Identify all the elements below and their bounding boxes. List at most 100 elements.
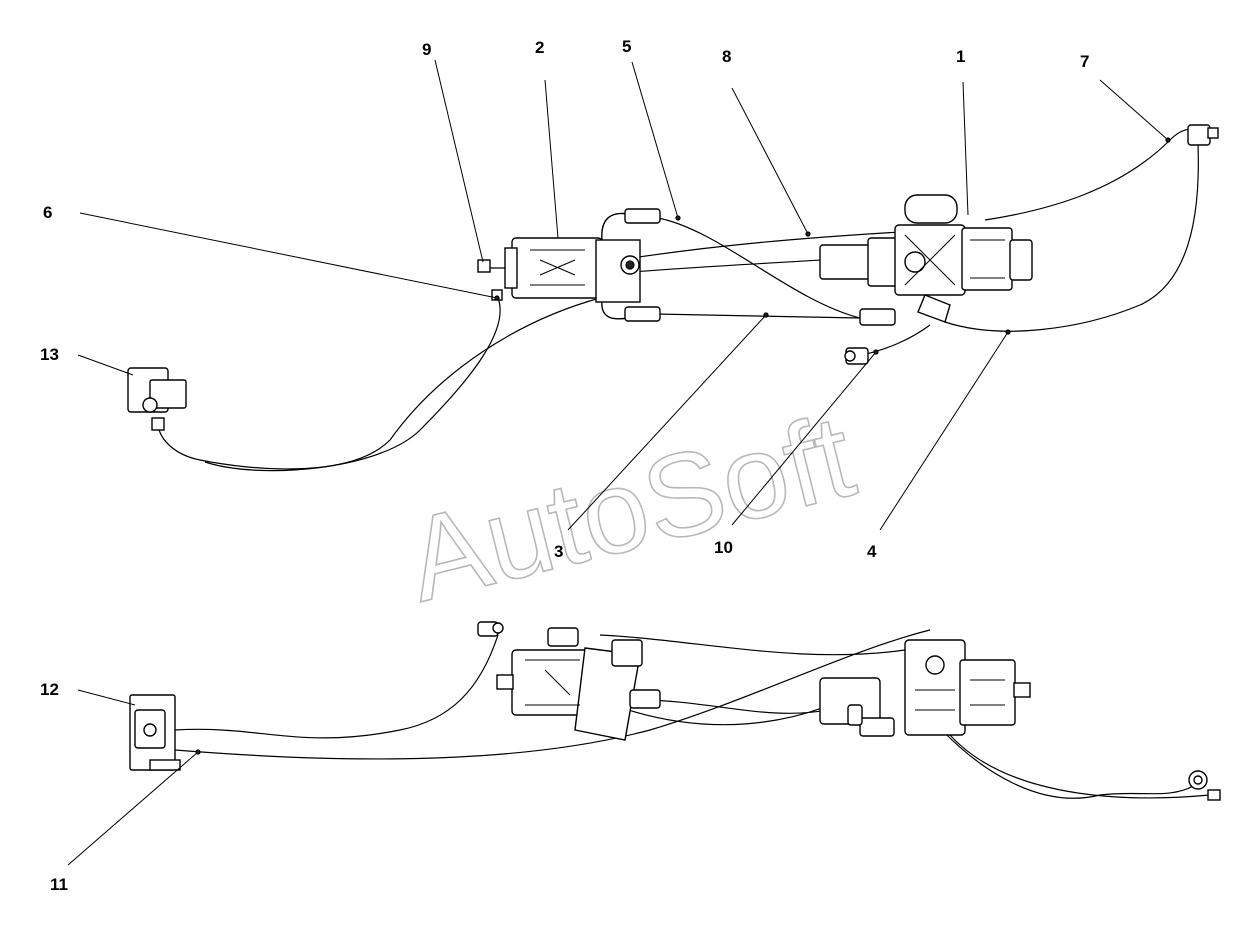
- hose-6b: [204, 297, 501, 472]
- hose-3-end-fitting: [859, 308, 896, 326]
- callout-12: 12: [40, 680, 59, 699]
- b-hose-c: [599, 634, 906, 656]
- b-pump-2-detail: [525, 659, 580, 706]
- pump-1-detail: [904, 234, 1005, 286]
- leader-8: [731, 87, 809, 235]
- top-hoses: [157, 128, 1199, 472]
- b-pump-1: [819, 639, 1221, 801]
- fitting-10: [844, 347, 869, 365]
- dot-10: [873, 349, 879, 355]
- b-hose-e: [939, 727, 1196, 799]
- b-hose-a: [174, 634, 499, 739]
- leader-11: [67, 751, 199, 866]
- b-pump-1-shaft: [1013, 682, 1031, 698]
- b-sensor-ring-inner: [1193, 775, 1203, 785]
- callout-8: 8: [722, 47, 731, 66]
- pump-1-port: [904, 251, 926, 273]
- callout-7: 7: [1080, 52, 1089, 71]
- callout-10: 10: [714, 538, 733, 557]
- callout-4: 4: [867, 542, 877, 561]
- valve-13: [127, 367, 187, 431]
- b-pump-2: [496, 627, 661, 741]
- lower-fitting: [624, 306, 661, 322]
- sensor-7-body: [1187, 124, 1211, 146]
- valve-13-bracket: [149, 379, 187, 409]
- b-pump-1-port: [925, 655, 945, 675]
- bottom-hoses: [174, 629, 1211, 799]
- callout-1: 1: [956, 47, 965, 66]
- b-hose-b: [174, 629, 931, 760]
- dot-11: [195, 749, 201, 755]
- valve-13-port: [142, 397, 158, 413]
- pump-2-detail: [530, 249, 585, 286]
- pump-2-flange: [504, 247, 518, 289]
- b-pump-2-fitting-c: [611, 639, 643, 667]
- b-pump-1-body: [904, 639, 966, 736]
- dot-6: [494, 295, 500, 301]
- leader-7: [1099, 79, 1169, 141]
- upper-fitting: [624, 208, 661, 224]
- fitting-9: [477, 259, 491, 273]
- dot-7: [1165, 137, 1171, 143]
- valve-12: [129, 694, 181, 771]
- callout-9: 9: [422, 40, 431, 59]
- dot-4: [1005, 329, 1011, 335]
- b-pump-1-rear: [959, 659, 1016, 726]
- bottom-view: 12 11: [40, 621, 1221, 894]
- dot-3: [763, 312, 769, 318]
- leader-10: [731, 351, 877, 526]
- leader-1: [962, 81, 969, 216]
- pump-1-cap: [1009, 239, 1033, 281]
- callout-11: 11: [50, 875, 68, 894]
- pump-1: [819, 194, 1033, 323]
- hose-5: [657, 217, 861, 319]
- b-fitting-end: [492, 622, 504, 634]
- pump-1-motor-end: [867, 237, 899, 287]
- callout-5: 5: [622, 37, 631, 56]
- hose-6a: [157, 297, 601, 470]
- pump-2-port-inner: [625, 260, 635, 270]
- valve-12-port: [143, 723, 157, 737]
- bottom-leaders: [67, 689, 201, 866]
- leader-5: [631, 61, 679, 219]
- hose-10: [861, 324, 931, 356]
- b-fitting-top: [477, 621, 504, 637]
- top-view: 9 2 5 8 1 7 6 13 3 10 4: [40, 37, 1219, 561]
- dot-5: [675, 215, 681, 221]
- b-pump-1-elbow: [859, 717, 895, 737]
- fitting-10-end: [844, 350, 856, 362]
- hose-4: [944, 144, 1199, 332]
- leader-4: [879, 331, 1009, 531]
- b-pump-2-fitting-b: [629, 689, 661, 709]
- pump-1-motor: [819, 244, 871, 280]
- callout-6: 6: [43, 203, 52, 222]
- callout-3: 3: [554, 542, 563, 561]
- leader-13: [77, 354, 134, 376]
- pump-1-accumulator: [904, 194, 958, 224]
- leader-9: [434, 59, 484, 263]
- sensor-7-tip: [1207, 127, 1219, 139]
- hose-7: [984, 128, 1196, 221]
- top-leaders: [77, 59, 1171, 531]
- hose-8: [631, 231, 901, 259]
- pump-2: [477, 237, 641, 303]
- dot-8: [805, 231, 811, 237]
- callout-2: 2: [535, 38, 544, 57]
- pump-2-lines: [601, 208, 896, 326]
- b-pump-1-fitting: [847, 704, 863, 726]
- b-pump-2-shaft: [496, 674, 514, 690]
- pump-1-elbow: [917, 294, 951, 323]
- b-pump-2-fitting-a: [547, 627, 579, 647]
- sensor-7: [1187, 124, 1219, 146]
- b-hose-f: [949, 734, 1211, 799]
- valve-13-fitting: [151, 417, 165, 431]
- leader-2: [544, 79, 559, 239]
- leader-3: [567, 314, 767, 531]
- b-sensor-tip: [1207, 789, 1221, 801]
- leader-12: [77, 689, 136, 706]
- pump-1-rear: [961, 227, 1013, 291]
- hose-3: [654, 313, 861, 319]
- valve-12-foot: [149, 759, 181, 771]
- callout-13: 13: [40, 345, 59, 364]
